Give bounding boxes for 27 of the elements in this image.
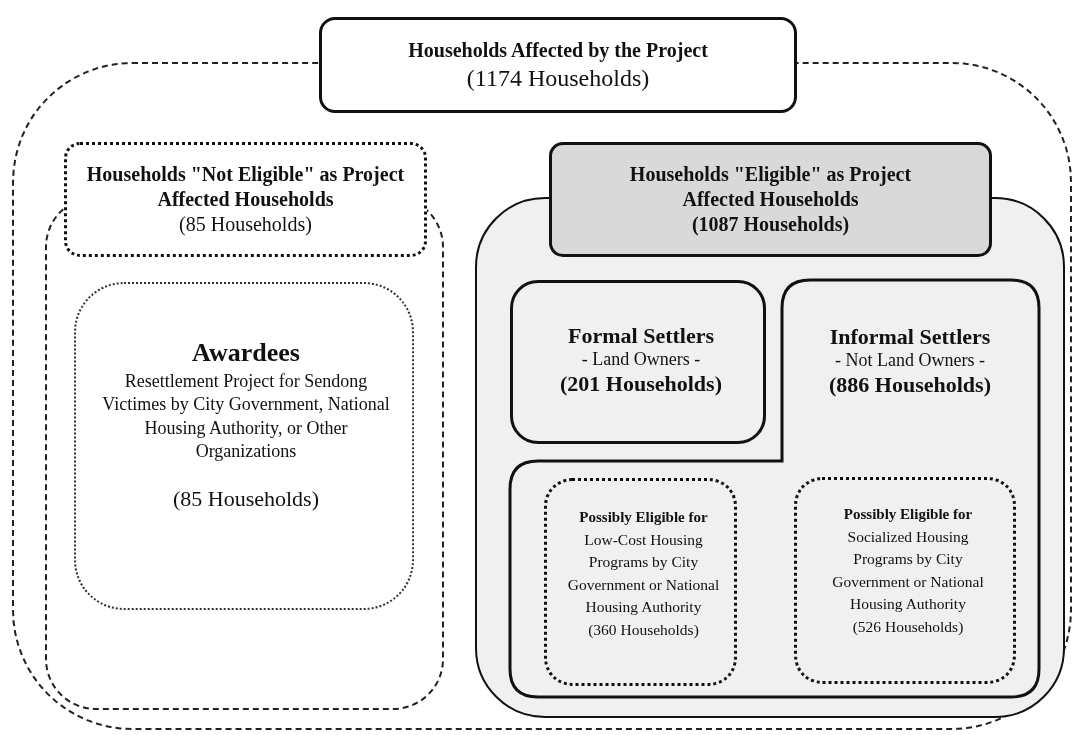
group-box bbox=[74, 282, 414, 610]
heading: Possibly Eligible for bbox=[579, 508, 708, 527]
dotted-box bbox=[794, 477, 1016, 684]
description: Resettlement Project for Sendong Victimes by City Government, National Housing Authority, or Other Organizations bbox=[101, 369, 391, 463]
heading: Households Affected by the Project bbox=[408, 37, 708, 63]
group-box bbox=[510, 280, 766, 444]
heading: Awardees bbox=[192, 337, 300, 369]
household-count: (1174 Households) bbox=[466, 63, 650, 93]
household-count: (886 Households) bbox=[829, 372, 991, 399]
heading: Households "Not Eligible" as Project Affected Households bbox=[85, 162, 406, 212]
description: Low-Cost Housing Programs by City Government or National Housing Authority bbox=[566, 529, 721, 618]
household-count: (85 Households) bbox=[179, 212, 312, 237]
household-count: (526 Households) bbox=[852, 616, 964, 637]
heading: Possibly Eligible for bbox=[843, 505, 973, 524]
household-count: (360 Households) bbox=[588, 619, 699, 640]
household-count: (1087 Households) bbox=[691, 212, 850, 237]
description: - Land Owners - bbox=[581, 349, 701, 371]
description: Socialized Housing Programs by City Government or National Housing Authority bbox=[831, 526, 985, 615]
household-count: (85 Households) bbox=[172, 485, 319, 514]
heading: Households "Eligible" as Project Affected Households bbox=[628, 162, 913, 212]
heading: Informal Settlers bbox=[829, 324, 991, 351]
dotted-box bbox=[544, 478, 737, 686]
heading: Formal Settlers bbox=[568, 323, 714, 350]
l-shaped-box bbox=[510, 280, 1039, 697]
dashed-column bbox=[45, 142, 444, 710]
household-count: (201 Households) bbox=[560, 371, 722, 398]
description: - Not Land Owners - bbox=[835, 350, 985, 372]
